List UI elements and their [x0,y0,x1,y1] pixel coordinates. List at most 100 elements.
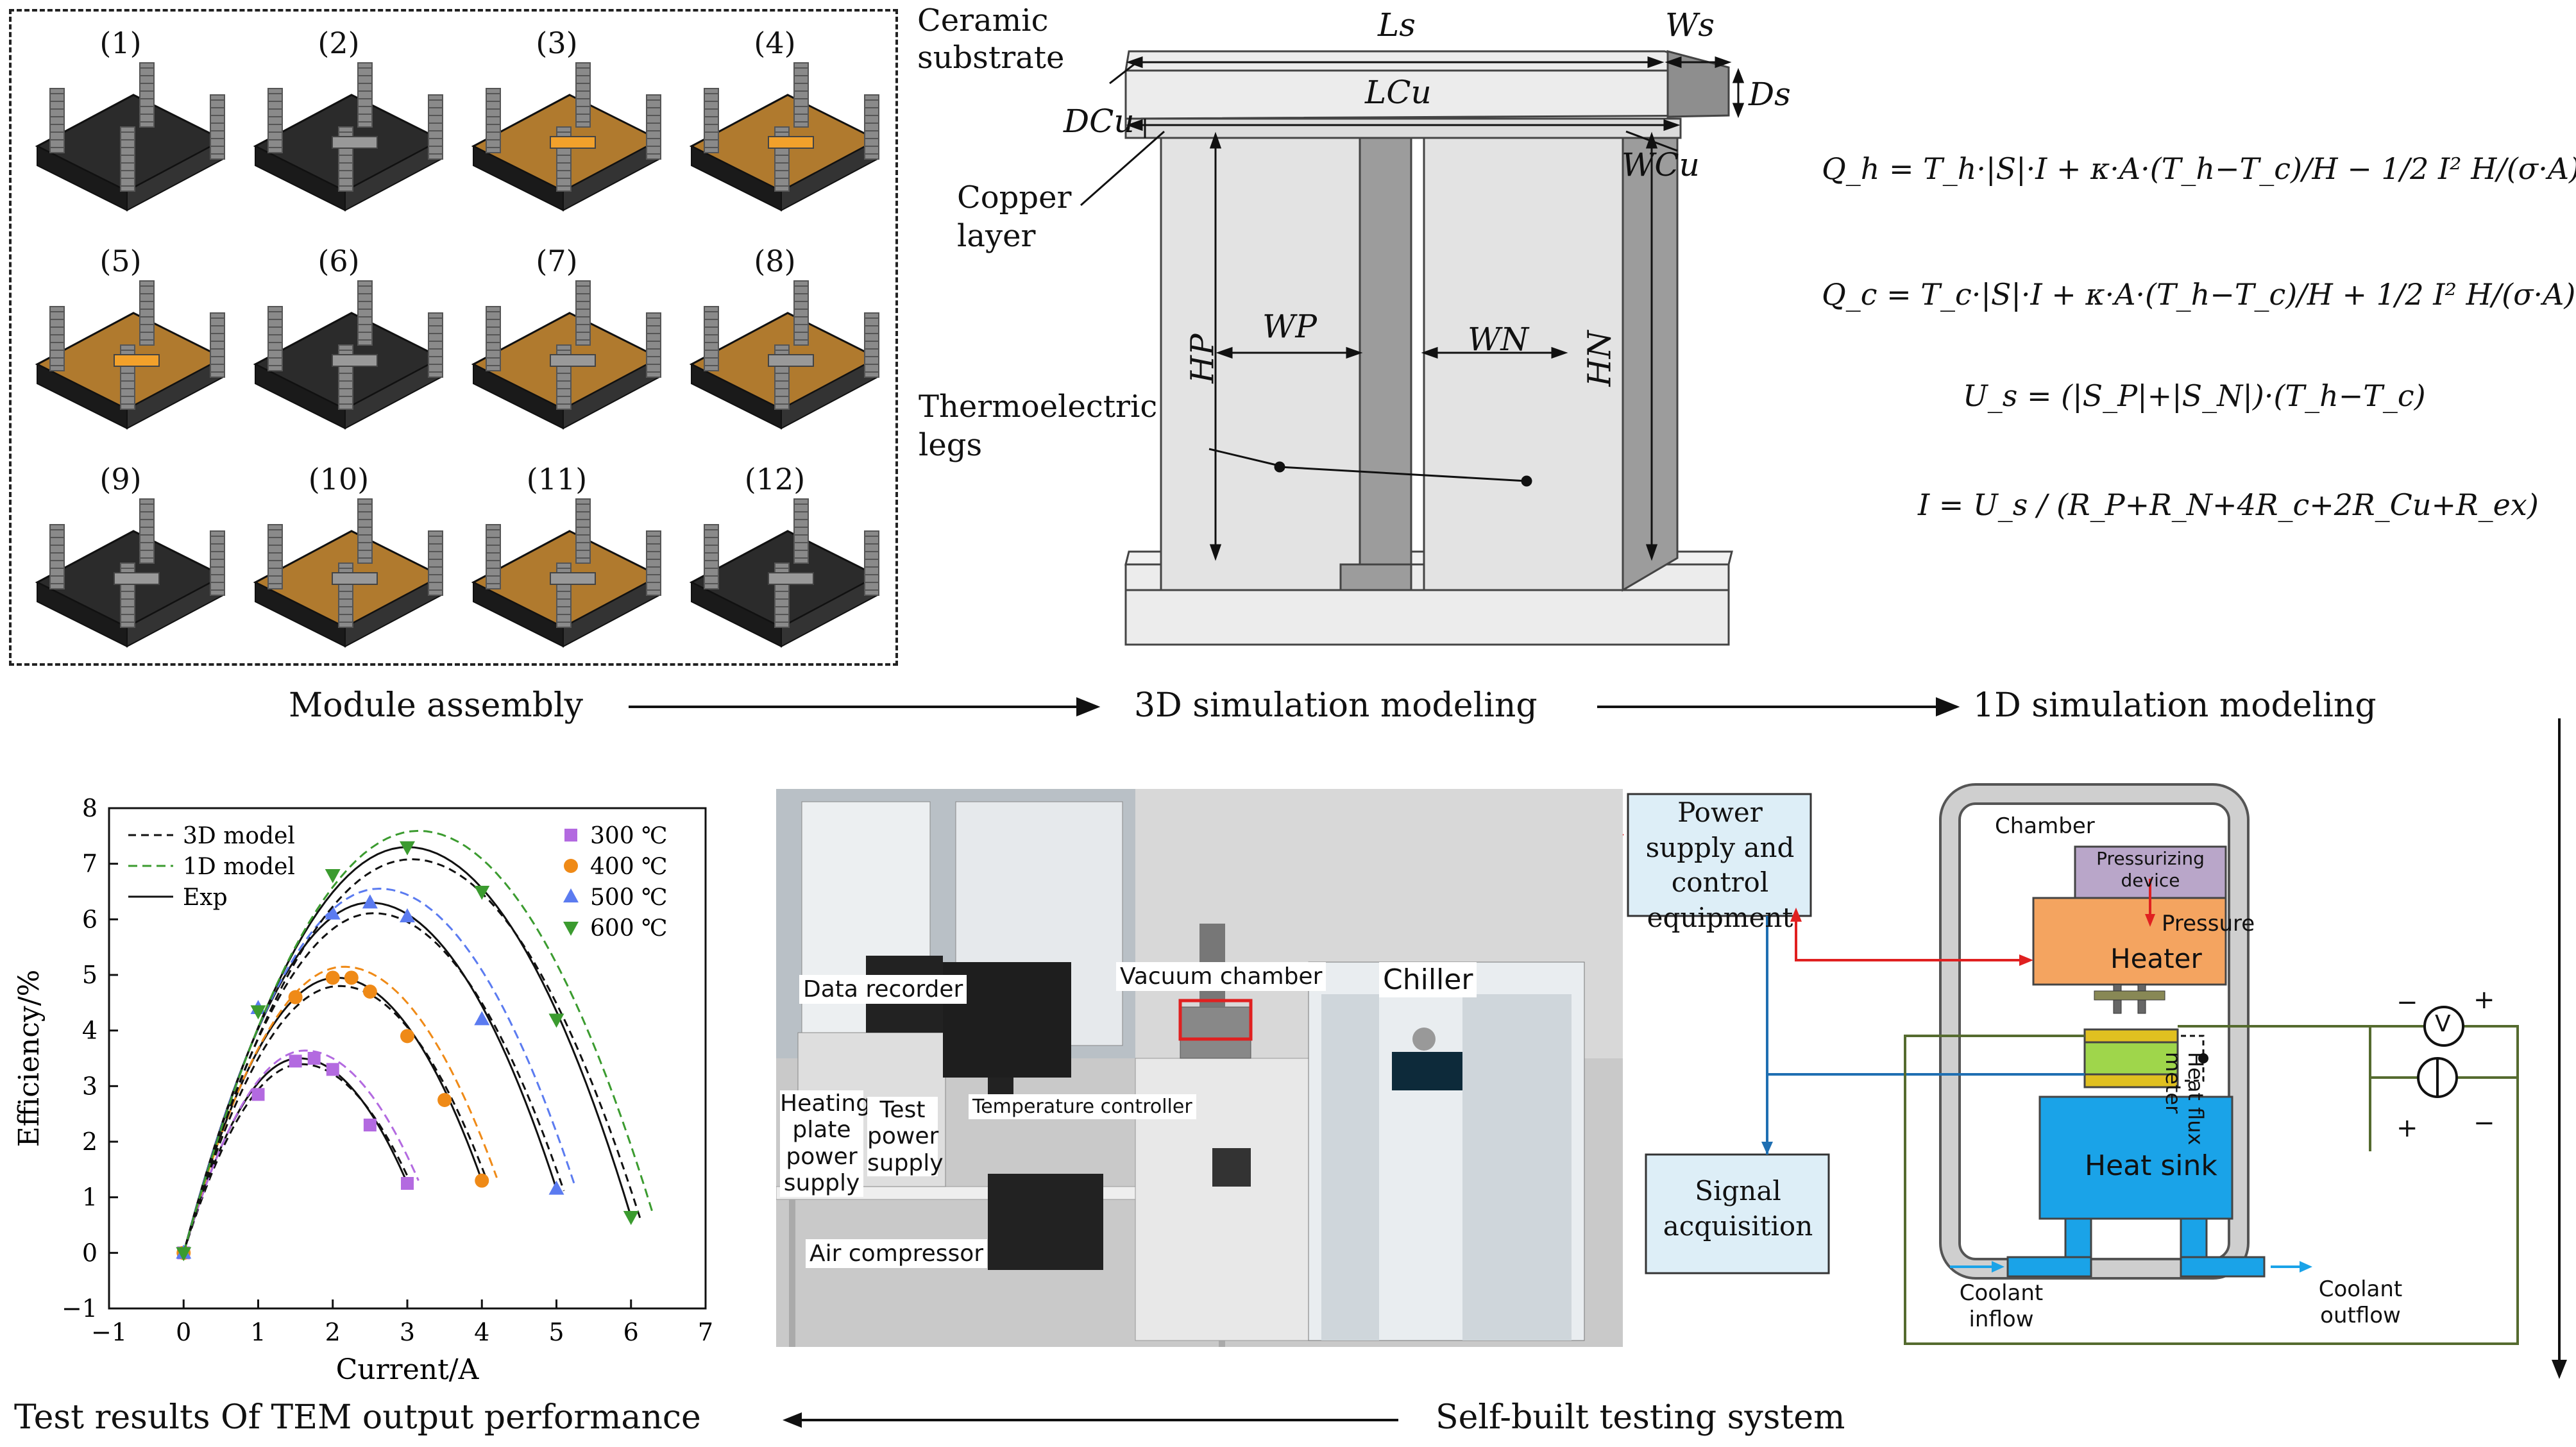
voltmeter-minus: − [2396,988,2418,1017]
3d-model-diagram [1080,50,1745,646]
3d-model-line-2 [182,912,565,1253]
data-point [437,1093,452,1107]
legend-label: 500 ℃ [590,884,667,911]
coolant-inflow-label: Coolant inflow [1959,1280,2044,1332]
assembly-step-11: (11) [471,462,662,648]
photo-label-air-compressor: Air compressor [806,1239,988,1268]
legend-marker [564,829,577,842]
assembly-step-5: (5) [35,244,226,430]
copper-layer-label: Copper layer [957,180,1072,254]
flow-arrow-down-right [2552,718,2567,1379]
legend-label: 400 ℃ [590,854,667,880]
legend-label: 600 ℃ [590,915,667,942]
x-tick-label: 3 [400,1318,415,1346]
y-tick-label: 2 [82,1128,97,1156]
data-point [400,908,415,922]
flow-arrows-top [629,697,1960,716]
svg-text:(12): (12) [745,462,805,496]
data-point [400,841,415,856]
y-tick-label: 8 [82,794,97,822]
assembly-step-1: (1) [35,26,226,212]
dim-dcu: DCu [1063,103,1135,140]
source-minus: − [2473,1108,2495,1138]
voltmeter-plus: + [2473,985,2495,1015]
equation-qc: Q_c = T_c·|S|·I + κ·A·(T_h−T_c)/H + 1/2 … [1822,277,2576,312]
data-point [176,1247,192,1262]
dim-hp: HP [1183,334,1221,384]
photo-label-test-power: Test power supply [867,1097,944,1177]
data-point [289,1054,302,1068]
assembly-step-2: (2) [253,26,444,212]
svg-text:(5): (5) [99,244,141,278]
ceramic-substrate-label: Ceramic substrate [917,3,1065,76]
testing-schematic [1623,783,2519,1345]
dim-ds: Ds [1749,76,1791,113]
data-point [325,869,341,883]
heater-label: Heater [2110,943,2202,974]
3d-model-line-0 [182,1063,413,1253]
y-tick-label: 0 [82,1239,97,1267]
1d-model-line-1 [182,965,498,1253]
data-point [325,905,341,920]
data-point [474,886,490,900]
svg-text:(10): (10) [309,462,369,496]
data-point [548,1013,564,1028]
flow-test-results: Test results Of TEM output performance [14,1398,701,1437]
legend-label: Exp [183,884,228,911]
photo-label-heating-plate: Heating plate power supply [780,1090,871,1197]
y-tick-label: 5 [82,961,97,989]
y-tick-label: 3 [82,1072,97,1100]
dim-ls: Ls [1378,6,1416,44]
data-point [623,1211,639,1225]
pressure-label: Pressure [2162,911,2255,936]
data-point [250,1005,266,1020]
assembly-step-12: (12) [689,462,880,648]
svg-text:(2): (2) [318,26,359,60]
x-tick-label: 2 [325,1318,341,1346]
data-point [251,1088,265,1101]
assembly-step-4: (4) [689,26,880,212]
y-tick-label: −1 [62,1294,97,1323]
x-tick-label: 6 [623,1318,639,1346]
y-axis-label: Efficiency/% [13,970,46,1147]
1d-model-line-3 [182,829,655,1253]
flow-3d-simulation: 3D simulation modeling [1134,686,1538,725]
x-tick-label: 4 [474,1318,489,1346]
data-point [400,1029,414,1044]
dim-hn: HN [1580,330,1618,387]
x-tick-label: 1 [250,1318,266,1346]
photo-label-data-recorder: Data recorder [799,975,967,1004]
assembly-step-7: (7) [471,244,662,430]
photo-label-chiller: Chiller [1379,962,1477,997]
svg-text:(6): (6) [318,244,359,278]
equation-i: I = U_s / (R_P+R_N+4R_c+2R_Cu+R_ex) [1918,487,2539,522]
data-point [325,970,340,985]
legend-label: 1D model [183,854,295,880]
heat-sink-label: Heat sink [2085,1149,2217,1182]
data-point [344,970,359,985]
x-tick-label: −1 [91,1318,127,1346]
svg-text:(8): (8) [754,244,795,278]
exp-line-3 [182,846,632,1253]
flow-self-built: Self-built testing system [1436,1398,1845,1437]
data-point [363,1119,377,1131]
dim-wp: WP [1262,308,1318,345]
flow-arrow-bottom [783,1412,1398,1428]
assembly-step-6: (6) [253,244,444,430]
legend-marker [564,859,578,873]
svg-text:(7): (7) [536,244,577,278]
thermoelectric-legs-label: Thermoelectric legs [919,389,1158,463]
data-point [474,1011,490,1026]
signal-acquisition-box: Signal acquisition [1663,1175,1813,1242]
assembly-step-9: (9) [35,462,226,648]
assembly-step-3: (3) [471,26,662,212]
x-axis-label: Current/A [336,1353,480,1386]
data-point [288,990,303,1004]
plot-frame [108,807,707,1310]
source-plus: + [2396,1113,2418,1143]
svg-text:(3): (3) [536,26,577,60]
dim-wn: WN [1468,321,1529,358]
data-point [548,1180,564,1195]
equation-us: U_s = (|S_P|+|S_N|)·(T_h−T_c) [1963,378,2426,413]
